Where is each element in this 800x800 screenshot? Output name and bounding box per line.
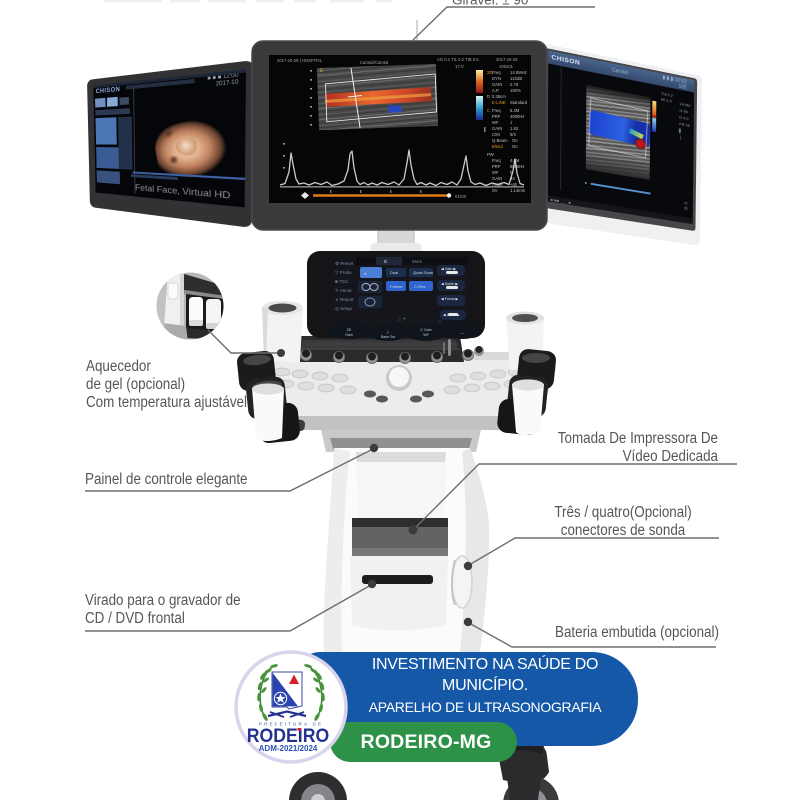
svg-text:▌: ▌ [484,127,487,133]
svg-text:8000Hz: 8000Hz [510,164,524,169]
svg-text:01/00: 01/00 [455,194,467,199]
svg-text:E-LINE: E-LINE [492,100,506,105]
svg-text:ADM-2021/2024: ADM-2021/2024 [259,744,318,753]
svg-text:1.92: 1.92 [510,126,519,131]
svg-text:More: More [412,259,423,264]
svg-text:SV: SV [492,188,498,193]
svg-text:2017-10-29: 2017-10-29 [496,57,518,62]
svg-text:✎ Annot: ✎ Annot [335,288,352,293]
svg-text:Carotid/Carotid: Carotid/Carotid [360,60,389,65]
svg-text:◀ Focus ▶: ◀ Focus ▶ [441,297,460,301]
svg-text:▽ Probe: ▽ Probe [335,270,352,275]
svg-text:E: E [320,68,324,74]
svg-text:PREFEITURA DE: PREFEITURA DE [259,722,323,727]
svg-text:5/4: 5/4 [510,132,516,137]
svg-text:2.75: 2.75 [510,82,519,87]
svg-text:GAIN: GAIN [492,82,502,87]
svg-text:1.14mm: 1.14mm [510,188,526,193]
svg-text:93: 93 [510,176,515,181]
svg-text:Freq: Freq [492,70,501,75]
svg-text:Gain: Gain [345,333,353,337]
svg-text:PW: PW [487,152,494,157]
svg-text:⚙ Preset: ⚙ Preset [335,261,354,266]
svg-text:↲ Report: ↲ Report [335,297,354,302]
svg-text:WF: WF [492,170,499,175]
svg-text:Base Sw: Base Sw [381,335,396,339]
svg-text:2017-10-29 | HOSPITAL: 2017-10-29 | HOSPITAL [277,58,323,63]
svg-text:WF: WF [492,120,499,125]
svg-text:DYN: DYN [492,76,501,81]
svg-text:Freq: Freq [492,158,501,163]
svg-text:1: 1 [510,120,513,125]
svg-text:◀ Depth ▶: ◀ Depth ▶ [441,282,459,286]
svg-text:Freeze: Freeze [390,284,403,289]
svg-text:C Gain: C Gain [420,328,431,332]
svg-text:0: 0 [510,170,513,175]
svg-text:◀ Gain ▶: ◀ Gain ▶ [441,267,457,271]
svg-text:△ ▼: △ ▼ [398,316,406,321]
svg-text:14.0MHz: 14.0MHz [510,70,527,75]
svg-text:+60: +60 [510,182,518,187]
svg-text:On: On [512,138,518,143]
svg-text:PRF: PRF [492,164,501,169]
svg-text:A.P.: A.P. [492,88,499,93]
svg-text:122dB: 122dB [510,76,522,81]
svg-text:D: D [487,94,490,99]
svg-text:Q-Beam: Q-Beam [492,138,508,143]
svg-text:105201: 105201 [499,64,514,69]
svg-text:Girável: ± 90: Girável: ± 90 [452,0,528,8]
svg-text:△: △ [438,318,442,323]
svg-text:RODEIRO: RODEIRO [247,724,329,746]
svg-text:6.3M: 6.3M [510,108,520,113]
svg-text:—: — [460,331,464,335]
svg-text:◎ Setup: ◎ Setup [335,306,352,311]
svg-text:WF: WF [423,333,429,337]
svg-text:4000Hz: 4000Hz [510,114,524,119]
svg-text:AO 0.1 TIL 0.2 TIB 0.5: AO 0.1 TIL 0.2 TIB 0.5 [437,57,479,62]
svg-text:On: On [512,144,518,149]
svg-text:2D: 2D [347,328,352,332]
svg-text:■ TGC: ■ TGC [335,279,349,284]
svg-text:0.39cm: 0.39cm [492,94,506,99]
svg-text:△: △ [387,330,391,334]
svg-text:A: A [364,271,367,276]
svg-text:Blend: Blend [492,144,503,149]
svg-text:C/M: C/M [492,132,500,137]
svg-text:GAIN: GAIN [492,126,502,131]
svg-text:Freq: Freq [492,108,501,113]
svg-text:C: C [487,108,490,113]
svg-text:Dual: Dual [390,270,398,275]
svg-text:GAIN: GAIN [492,176,502,181]
svg-text:Standard: Standard [510,100,528,105]
svg-text:17-V: 17-V [455,64,464,69]
svg-text:B: B [384,259,387,264]
svg-text:100%: 100% [510,88,521,93]
svg-text:2D: 2D [487,70,492,75]
svg-text:C-Res: C-Res [414,284,425,289]
svg-text:PRF: PRF [492,114,501,119]
svg-text:Quad Scan: Quad Scan [413,270,433,275]
